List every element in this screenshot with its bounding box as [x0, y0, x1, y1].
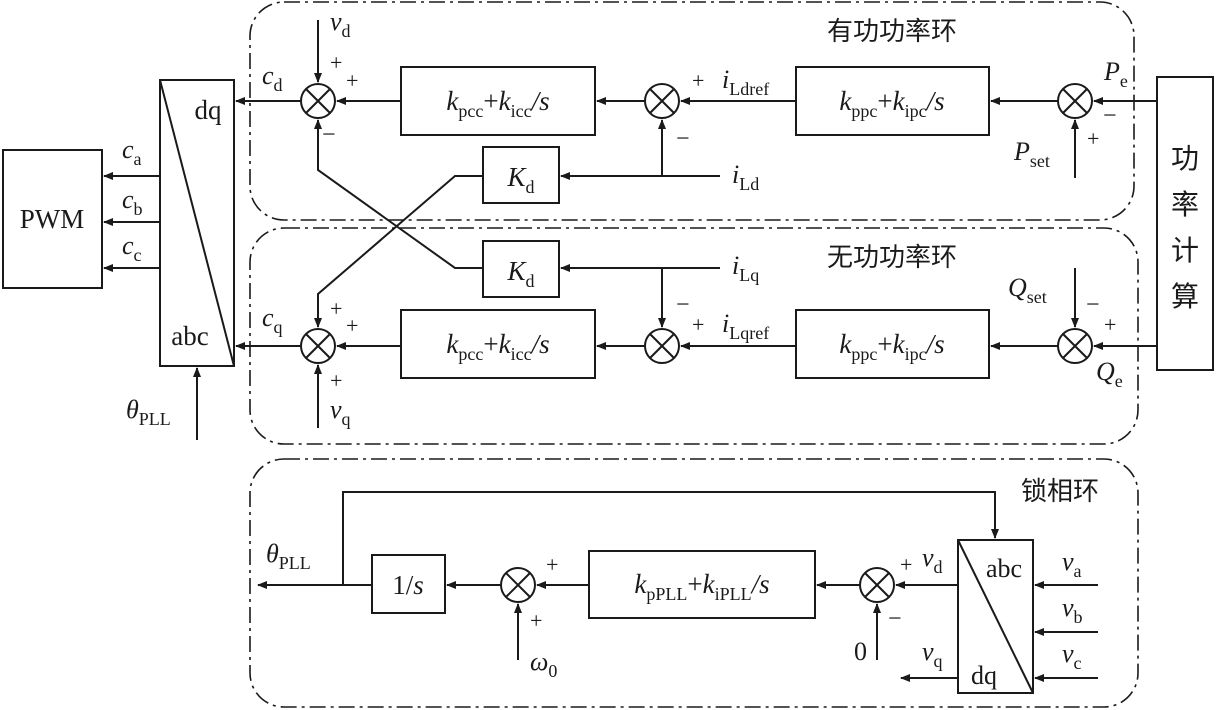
pi-current-q-label: kpcc+kicc/s	[446, 329, 549, 364]
iLq-label: iLq	[732, 251, 759, 285]
pi-current-d-label: kpcc+kicc/s	[446, 86, 549, 121]
s4-right-sign: +	[346, 313, 358, 338]
sum-cross-b	[305, 88, 331, 114]
qe-label: Qe	[1096, 357, 1123, 391]
theta-pll-output-label: θPLL	[266, 539, 311, 573]
qe-sign: +	[1104, 312, 1116, 337]
vc-label: vc	[1062, 639, 1082, 673]
zero-ref-label: 0	[854, 637, 867, 666]
power-calc-char-2: 率	[1171, 188, 1199, 221]
pi-power-p-label: kppc+kipc/s	[839, 86, 944, 121]
reactive-loop-title: 无功功率环	[827, 243, 957, 273]
reactive-power-loop-frame	[249, 227, 1139, 445]
pll-vq-label: vq	[922, 637, 943, 671]
pi-power-block-p	[795, 66, 990, 136]
vd-label: vd	[330, 7, 351, 41]
sum-cross-b	[1062, 88, 1088, 114]
pe-sign: −	[1103, 103, 1117, 129]
kd-bottom-to-s1-coupling	[314, 119, 483, 269]
kd-block-top	[482, 146, 560, 204]
pll-transform-dq-label: dq	[971, 661, 997, 690]
omega0-sign: +	[530, 608, 542, 633]
ca-label: ca	[122, 135, 142, 169]
qset-sign: −	[1086, 292, 1100, 318]
transform-abc-label: abc	[171, 321, 208, 351]
sum-cross-b	[864, 572, 890, 598]
pll-loop-frame	[249, 458, 1139, 708]
s5-top-sign: −	[676, 292, 690, 318]
cq-label: cq	[262, 303, 283, 337]
omega0-label: ω0	[530, 647, 557, 681]
s5-right-sign: +	[692, 312, 704, 337]
s4-top-sign: +	[330, 296, 342, 321]
power-calc-block	[1156, 76, 1214, 371]
pwm-block	[2, 149, 103, 289]
s8-right-sign: +	[900, 552, 912, 577]
power-calc-char-1: 功	[1171, 142, 1199, 175]
integrator-label: 1/s	[392, 570, 424, 600]
pll-loop-title: 锁相环	[1021, 477, 1099, 507]
iLqref-label: iLqref	[722, 309, 769, 343]
s7-right-sign: +	[546, 552, 558, 577]
active-loop-title: 有功功率环	[827, 17, 957, 47]
sum-cross-b	[305, 333, 331, 359]
pll-transform-diagonal	[957, 539, 1034, 694]
kd-bottom-label: Kd	[506, 256, 534, 291]
pe-label: Pe	[1103, 57, 1128, 91]
pi-power-block-q	[795, 309, 990, 379]
pset-label: Pset	[1013, 137, 1050, 171]
power-calc-char-4: 算	[1171, 280, 1199, 313]
s1-right-sign: +	[346, 68, 358, 93]
pi-current-block-d	[400, 66, 596, 136]
cb-label: cb	[122, 185, 143, 219]
pll-pi-label: kpPLL+kiPLL/s	[634, 569, 769, 604]
theta-pll-input-label: θPLL	[126, 395, 171, 429]
active-power-loop-frame	[249, 1, 1135, 221]
kd-top-label: Kd	[506, 162, 534, 197]
vb-label: vb	[1062, 593, 1083, 627]
qset-label: Qset	[1008, 273, 1047, 307]
kd-top-to-s4-coupling	[314, 175, 483, 328]
transform-diagonal	[159, 79, 235, 367]
cd-label: cd	[262, 61, 283, 95]
pwm-label: PWM	[20, 204, 85, 234]
cc-label: cc	[122, 231, 142, 265]
pset-sign: +	[1087, 126, 1099, 151]
integrator-block	[371, 554, 446, 614]
sum-cross-b	[649, 88, 675, 114]
pll-transform-abc-label: abc	[986, 554, 1022, 583]
kd-block-bottom	[482, 240, 560, 298]
sum-cross-b	[649, 333, 675, 359]
vd-sign: +	[330, 50, 342, 75]
transform-dq-label: dq	[195, 95, 223, 125]
iLdref-label: iLdref	[722, 65, 769, 99]
s1-bottom-sign: −	[322, 122, 336, 148]
pll-pi-block	[588, 550, 816, 619]
sum-cross-b	[1062, 333, 1088, 359]
sum-cross-b	[505, 572, 531, 598]
pll-feedback-line	[342, 491, 999, 585]
s2-bottom-sign: −	[676, 126, 690, 152]
pll-vd-label: vd	[922, 543, 943, 577]
zero-ref-sign: −	[888, 606, 902, 632]
vq-sign: +	[330, 368, 342, 393]
power-calc-char-3: 计	[1171, 234, 1199, 267]
vq-label: vq	[330, 395, 351, 429]
iLd-label: iLd	[732, 160, 759, 194]
pi-current-block-q	[400, 309, 596, 379]
s2-right-sign: +	[692, 68, 704, 93]
pi-power-q-label: kppc+kipc/s	[839, 329, 944, 364]
va-label: va	[1062, 547, 1082, 581]
